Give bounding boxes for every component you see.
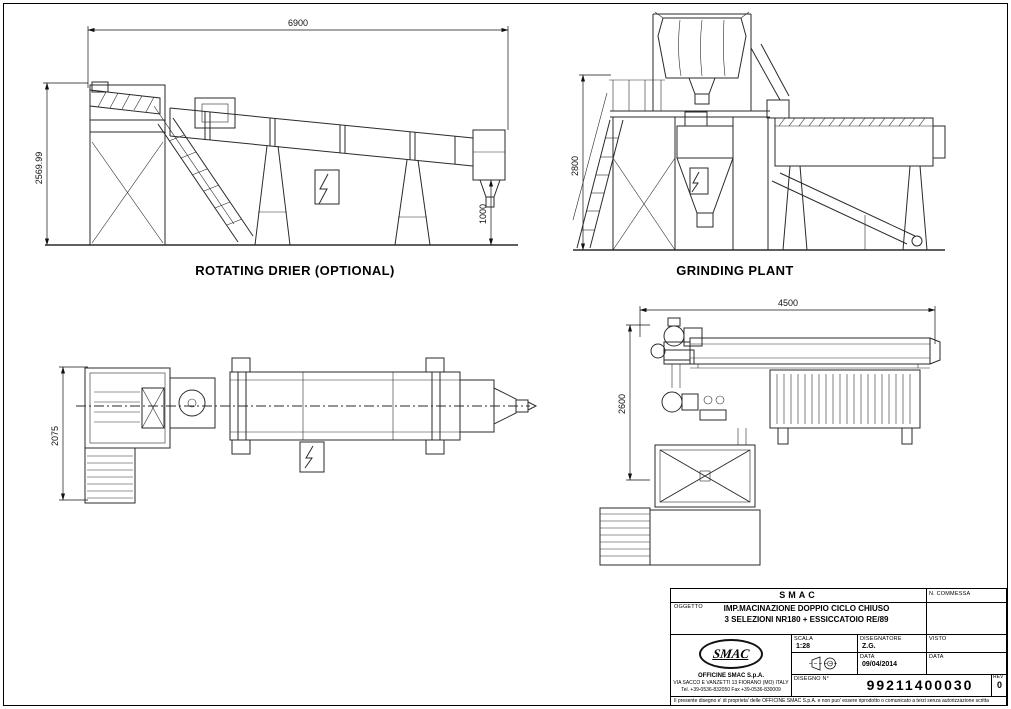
oggetto-line1: IMP.MACINAZIONE DOPPIO CICLO CHIUSO [723,604,890,613]
visto-label: VISTO [929,636,947,642]
electric-hazard-icon [314,169,340,205]
tb-line [671,602,1008,603]
dim-label-2075: 2075 [50,426,60,446]
dim-label-2800: 2800 [570,156,580,176]
dim-label-2600: 2600 [617,394,627,414]
scala-value: 1:28 [796,642,811,650]
commessa-label: N. COMMESSA [929,591,971,597]
rotating-drier-side-view: 6900 2569.99 1000 [34,18,518,246]
data2-label: DATA [929,654,944,660]
dim-label-1000: 1000 [478,204,488,224]
company-phone: Tel. +39-0536-832050 Fax +39-0536-830009 [681,686,781,693]
title-block: SMAC N. COMMESSA OGGETTO IMP.MACINAZIONE… [670,588,1008,706]
grinding-side-geometry [572,11,946,251]
electric-hazard-icon [299,441,325,473]
company-name: OFFICINE SMAC S.p.A. [698,673,764,679]
tb-line [791,634,792,696]
grinding-plant-side-view: 2800 [570,11,946,251]
dimensions-drier-side: 6900 2569.99 1000 [34,18,509,246]
drier-view-title: ROTATING DRIER (OPTIONAL) [195,263,395,278]
tb-line [926,589,927,674]
tb-line [671,634,1008,635]
disclaimer-text: Il presente disegno e' di proprieta' del… [674,698,989,704]
dim-label-2569: 2569.99 [34,152,44,185]
oggetto-line2: 3 SELEZIONI NR180 + ESSICCATOIO RE/89 [724,614,889,624]
disegno-number: 99211400030 [866,677,974,693]
dim-label-6900: 6900 [288,18,308,28]
rev-label: REV [993,674,1004,680]
dimensions-drier-plan: 2075 [50,366,88,501]
grinding-view-title: GRINDING PLANT [676,263,794,278]
dimensions-grinding-side: 2800 [570,74,611,251]
tb-line [991,674,992,696]
projection-symbol-icon [809,655,839,671]
rev-value: 0 [997,680,1003,690]
sheet-border [3,3,1008,706]
tb-line [857,634,858,674]
disegnatore-value: Z.G. [862,642,876,650]
tb-line [791,652,1008,653]
scala-label: SCALA [794,636,814,642]
company-address: VIA SACCO E VANZETTI 13 FIORANO (MO) ITA… [673,680,789,686]
dim-label-4500: 4500 [778,298,798,308]
drier-side-geometry [45,81,518,246]
grinding-plan-geometry [599,317,941,566]
tb-line [671,696,1008,697]
rotating-drier-plan-view: 2075 [50,357,538,504]
oggetto-label: OGGETTO [674,604,703,610]
electric-hazard-icon [689,167,709,195]
tb-line [791,674,1008,675]
title-block-company: SMAC [779,590,818,600]
drier-plan-geometry [76,357,538,504]
data-label: DATA [860,654,875,660]
smac-logo: SMAC [699,639,763,669]
grinding-plant-plan-view: 4500 2600 [599,298,941,566]
smac-logo-text: SMAC [711,646,751,661]
disegno-label: DISEGNO N° [794,676,830,682]
dimensions-grinding-plan: 4500 2600 [617,298,936,481]
disegnatore-label: DISEGNATORE [860,636,902,642]
data-value: 09/04/2014 [862,660,898,668]
